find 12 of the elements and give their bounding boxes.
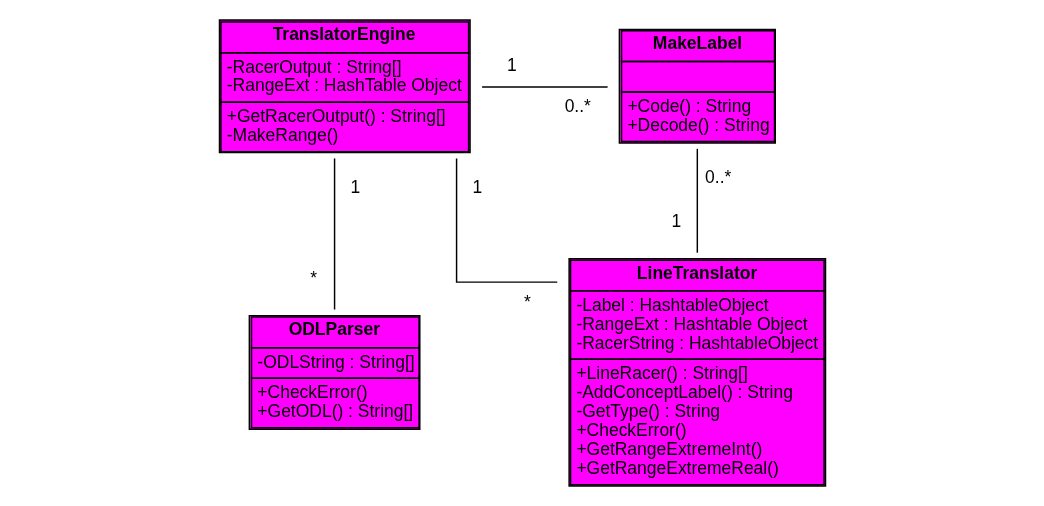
label: * xyxy=(523,291,531,312)
label: 1 xyxy=(472,176,482,197)
connector xyxy=(455,157,558,283)
label: 1 xyxy=(350,176,360,197)
connector xyxy=(480,86,608,88)
label: 1 xyxy=(506,54,517,75)
label: 1 xyxy=(671,211,681,232)
label: 0..* xyxy=(564,96,591,117)
connector xyxy=(696,148,698,254)
connector xyxy=(333,157,335,311)
label: 0..* xyxy=(704,167,731,188)
label: * xyxy=(309,268,317,289)
